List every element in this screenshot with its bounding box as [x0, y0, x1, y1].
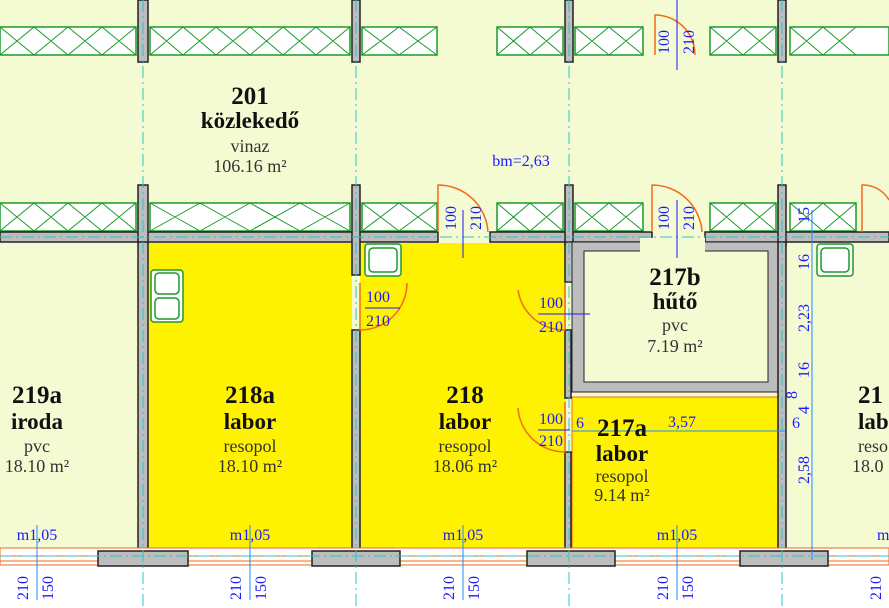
- room-name: közlekedő: [201, 108, 299, 133]
- room-21x-partial[interactable]: 21 lab reso 18.0: [852, 382, 889, 476]
- room-area: 18.10 m²: [218, 456, 282, 476]
- room-name: labor: [224, 409, 276, 434]
- door-width: 100: [656, 206, 673, 230]
- room-217a[interactable]: 217a labor resopol 9.14 m²: [594, 415, 649, 505]
- dim-3-57: 3,57: [668, 414, 696, 431]
- room-number: 217a: [597, 415, 648, 442]
- dim-2-58: 2,58: [796, 456, 813, 484]
- window-height: 210: [441, 576, 458, 600]
- corridor-height: bm=2,63: [492, 153, 549, 170]
- room-219a[interactable]: 219a iroda pvc 18.10 m²: [5, 382, 69, 476]
- room-area: 7.19 m²: [647, 336, 702, 356]
- dim-16: 16: [796, 362, 813, 378]
- window-width: 150: [466, 576, 483, 600]
- dim-6: 6: [576, 415, 584, 432]
- room-floor: resopol: [224, 436, 277, 456]
- room-floor: resopol: [439, 436, 492, 456]
- door-height: 210: [681, 30, 698, 54]
- room-217b[interactable]: 217b hűtő pvc 7.19 m²: [647, 264, 702, 356]
- room-number: 218: [446, 382, 484, 409]
- window-sill: m1,05: [230, 527, 270, 544]
- door-labels: 100 210 100 210 100 210 100 210 100 210 …: [366, 30, 698, 450]
- dimension-labels: 6 3,57 6 8 4 15 16 2,23 16 2,58: [576, 207, 813, 484]
- room-area: 18.10 m²: [5, 456, 69, 476]
- room-area: 18.0: [852, 456, 884, 476]
- door-height: 210: [468, 206, 485, 230]
- dim-16: 16: [796, 254, 813, 270]
- door-width: 100: [656, 30, 673, 54]
- door-height: 210: [539, 433, 563, 450]
- room-number: 219a: [12, 382, 63, 409]
- exterior: [0, 565, 889, 608]
- window-sill: m1,05: [877, 527, 889, 544]
- window-sill: m1,05: [17, 527, 57, 544]
- door-height: 210: [539, 319, 563, 336]
- dim-4: 4: [796, 406, 813, 414]
- door-width: 100: [539, 411, 563, 428]
- window-width: 150: [253, 576, 270, 600]
- room-area: 106.16 m²: [213, 156, 286, 176]
- dimension-lines: [36, 0, 813, 600]
- room-number: 217b: [649, 264, 700, 291]
- door-height: 210: [681, 206, 698, 230]
- door-width: 100: [443, 206, 460, 230]
- door-width: 100: [539, 295, 563, 312]
- window-height: 210: [868, 576, 885, 600]
- room-number: 21: [858, 382, 883, 409]
- room-area: 9.14 m²: [594, 485, 649, 505]
- window-height: 210: [655, 576, 672, 600]
- window-height: 210: [15, 576, 32, 600]
- room-name: hűtő: [653, 289, 698, 314]
- window-width: 150: [680, 576, 697, 600]
- window-height: 210: [228, 576, 245, 600]
- door-height: 210: [366, 313, 390, 330]
- room-area: 18.06 m²: [433, 456, 497, 476]
- dim-15: 15: [796, 207, 813, 223]
- window-width: 150: [40, 576, 57, 600]
- top-window-band: [0, 0, 889, 63]
- room-name: iroda: [11, 409, 63, 434]
- window-sill: m1,05: [443, 527, 483, 544]
- room-number: 201: [231, 83, 269, 110]
- dim-6: 6: [792, 415, 800, 432]
- room-number: 218a: [225, 382, 276, 409]
- room-201[interactable]: 201 közlekedő vinaz 106.16 m²: [201, 83, 299, 176]
- window-sill: m1,05: [657, 527, 697, 544]
- room-floor: resopol: [596, 466, 649, 486]
- sink-icons: [150, 243, 854, 323]
- room-floor: pvc: [24, 436, 50, 456]
- room-218a[interactable]: 218a labor resopol 18.10 m²: [218, 382, 282, 476]
- interior-walls: [137, 238, 787, 551]
- window-labels: m1,05 m1,05 m1,05 m1,05 m1,05 210 150 21…: [15, 527, 889, 600]
- dim-2-23: 2,23: [796, 304, 813, 332]
- door-width: 100: [366, 289, 390, 306]
- room-floor: pvc: [662, 315, 688, 335]
- room-217a-fill[interactable]: [571, 396, 783, 551]
- room-218-fill[interactable]: [360, 243, 566, 550]
- room-floor: reso: [858, 436, 888, 456]
- room-name: labor: [596, 441, 648, 466]
- room-floor: vinaz: [231, 136, 270, 156]
- room-name: labor: [439, 409, 491, 434]
- room-name: lab: [858, 409, 889, 434]
- room-218[interactable]: 218 labor resopol 18.06 m²: [433, 382, 497, 476]
- dim-8: 8: [784, 391, 801, 399]
